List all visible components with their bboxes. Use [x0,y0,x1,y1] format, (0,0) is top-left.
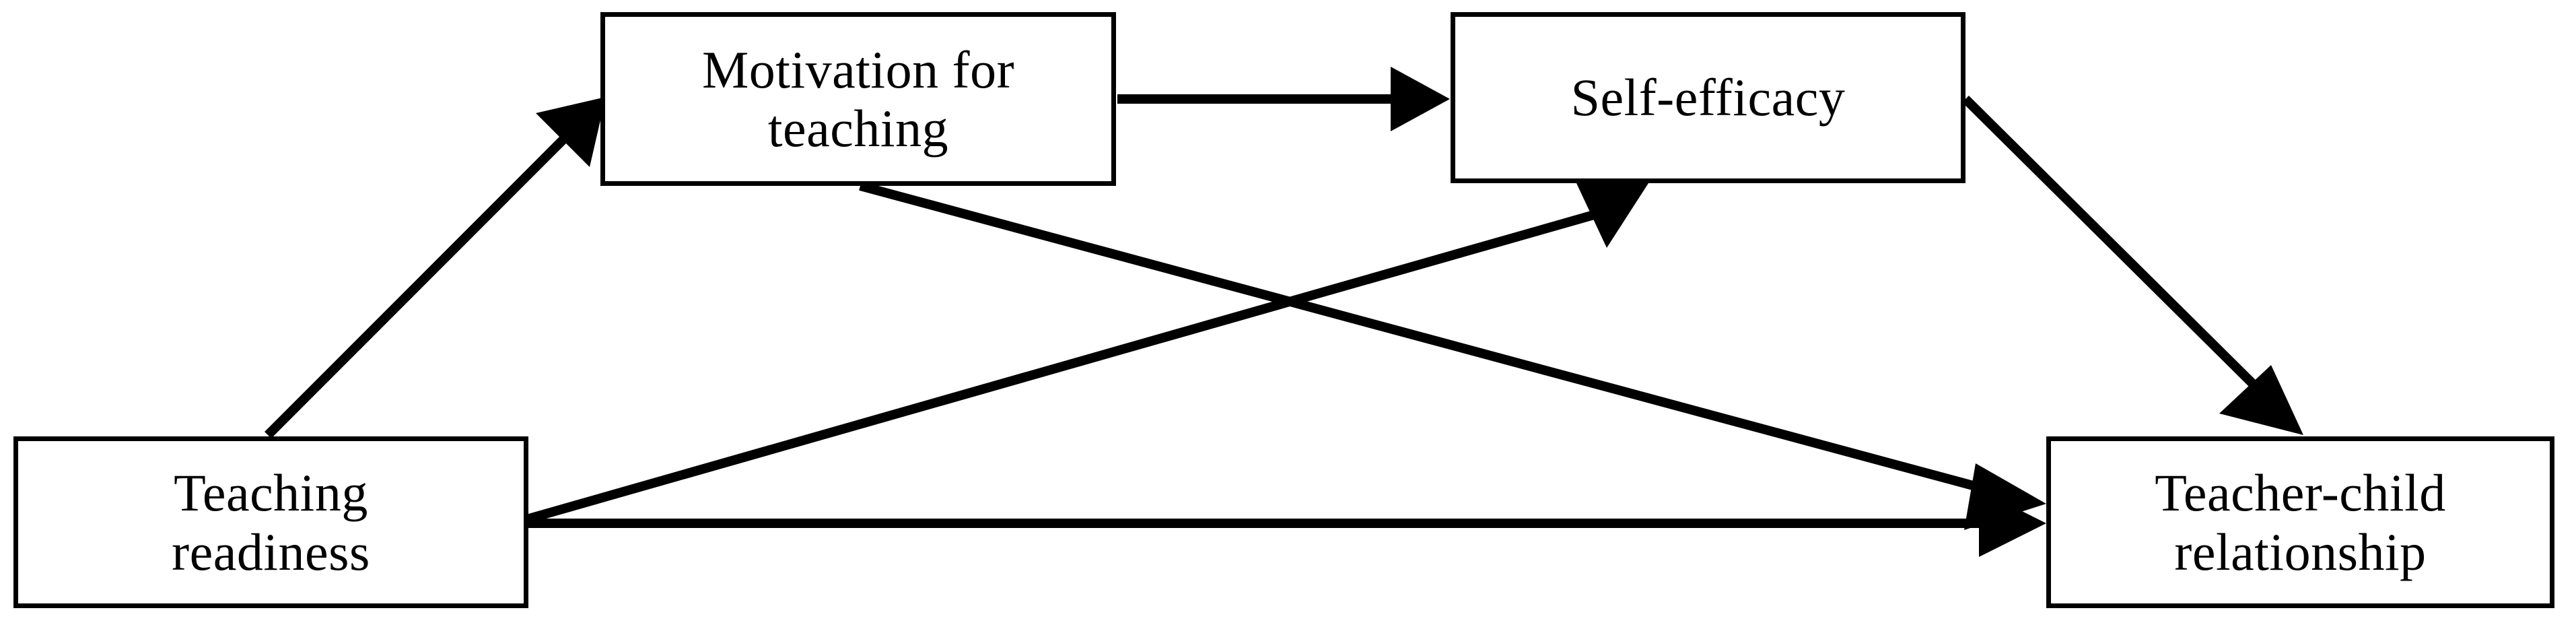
node-teaching-readiness-label-line1: Teaching [174,463,368,523]
node-motivation-label-line1: Motivation for [701,40,1015,99]
edge-teaching-readiness-to-self-efficacy [523,183,1648,525]
node-teacher-child-label-line1: Teacher-child [2155,463,2446,523]
node-teacher-child-label-line2: relationship [2174,522,2427,581]
node-self-efficacy-label-line1: Self-efficacy [1570,68,1846,127]
node-teaching-readiness[interactable]: Teaching readiness [13,436,528,608]
node-teaching-readiness-label-line2: readiness [172,522,370,581]
node-teacher-child-relationship[interactable]: Teacher-child relationship [2046,436,2554,608]
node-motivation-for-teaching[interactable]: Motivation for teaching [600,12,1116,186]
edge-motivation-to-teacher-child [859,181,2046,530]
edge-teaching-readiness-to-motivation [265,97,606,438]
node-motivation-label-line2: teaching [767,99,949,158]
edge-teaching-readiness-to-teacher-child [524,490,2046,557]
node-self-efficacy[interactable]: Self-efficacy [1451,12,1965,183]
edge-motivation-to-self-efficacy [1117,67,1450,131]
edge-self-efficacy-to-teacher-child [1962,96,2303,435]
